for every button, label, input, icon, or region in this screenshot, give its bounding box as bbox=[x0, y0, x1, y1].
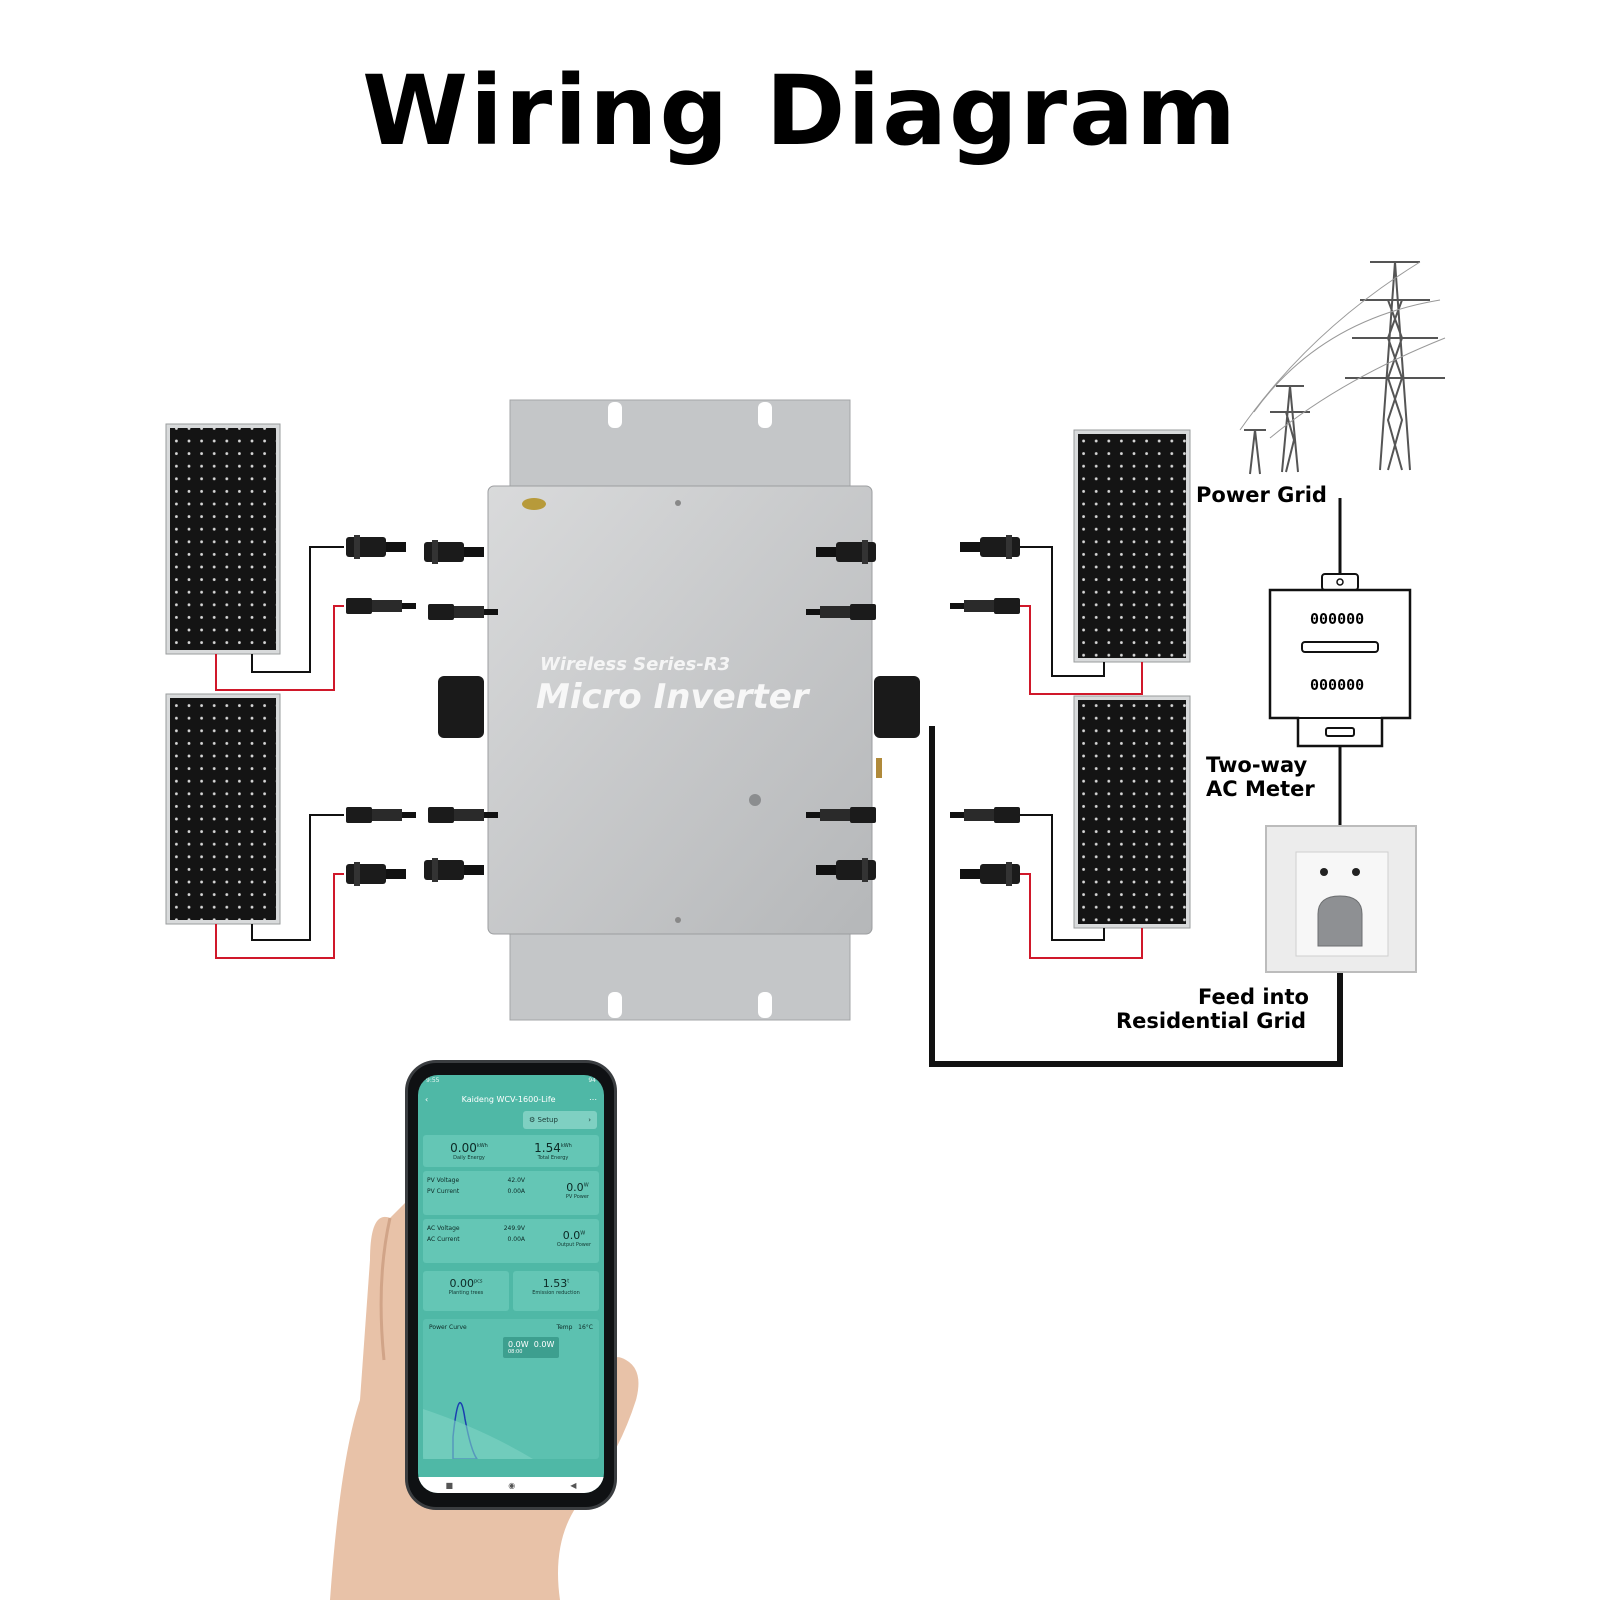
wires-left bbox=[215, 546, 344, 959]
trees-value: 0.00 bbox=[449, 1277, 474, 1290]
temp-label: Temp bbox=[556, 1324, 573, 1331]
ac-voltage-label: AC Voltage bbox=[427, 1225, 460, 1232]
setup-label: Setup bbox=[537, 1116, 558, 1124]
emission-value: 1.53 bbox=[542, 1277, 568, 1290]
trees-label: Planting trees bbox=[448, 1290, 484, 1296]
back-icon[interactable]: ‹ bbox=[425, 1094, 429, 1104]
status-battery: 94 bbox=[588, 1077, 596, 1084]
solar-panel-top-right bbox=[1073, 429, 1191, 663]
power-curve-card: Power Curve Temp 16°C 0.0W 0.0W 08:00 bbox=[423, 1319, 599, 1459]
power-tower-icon bbox=[1239, 261, 1446, 475]
pv-power-unit: W bbox=[583, 1182, 589, 1189]
power-grid-label: Power Grid bbox=[1196, 483, 1327, 507]
meter-display-top: 000000 bbox=[1310, 610, 1365, 628]
status-bar: 9:55 94 bbox=[418, 1075, 604, 1091]
tooltip-unit-a: W bbox=[520, 1340, 529, 1349]
status-time: 9:55 bbox=[426, 1077, 440, 1084]
app-bar: ‹ Kaideng WCV-1600-Life ⋯ bbox=[418, 1091, 604, 1107]
daily-energy-label: Daily Energy bbox=[453, 1155, 485, 1161]
tooltip-value-a: 0.0 bbox=[508, 1340, 521, 1349]
chevron-right-icon: › bbox=[588, 1116, 591, 1124]
pv-power-label: PV Power bbox=[565, 1194, 589, 1200]
emission-label: Emission reduction bbox=[532, 1290, 580, 1296]
ac-current-value: 0.00A bbox=[507, 1236, 525, 1243]
wires-right bbox=[1020, 546, 1143, 959]
tooltip-value-b: 0.0 bbox=[533, 1340, 547, 1349]
smartphone: 9:55 94 ‹ Kaideng WCV-1600-Life ⋯ ⚙ Setu… bbox=[408, 1063, 614, 1507]
meter-label-line1: Two-way bbox=[1206, 753, 1308, 777]
ac-current-label: AC Current bbox=[427, 1236, 460, 1243]
emission-unit: t bbox=[567, 1278, 570, 1285]
page-title: Wiring Diagram bbox=[362, 55, 1238, 167]
total-energy-value: 1.54 bbox=[534, 1141, 561, 1155]
solar-panel-top-left bbox=[165, 423, 281, 655]
tooltip-time: 08:00 bbox=[508, 1349, 523, 1355]
feed-label-line1: Feed into bbox=[1198, 985, 1309, 1009]
pv-voltage-value: 42.0V bbox=[507, 1177, 525, 1184]
ac-voltage-value: 249.9V bbox=[503, 1225, 525, 1232]
power-curve-label: Power Curve bbox=[429, 1324, 467, 1331]
feed-label-line2: Residential Grid bbox=[1116, 1009, 1307, 1033]
inverter-name-label: Micro Inverter bbox=[536, 677, 809, 717]
setup-button[interactable]: ⚙ Setup › bbox=[523, 1111, 597, 1129]
energy-card: 0.00kWh Daily Energy 1.54kWh Total Energ… bbox=[423, 1135, 599, 1167]
daily-energy-unit: kWh bbox=[476, 1143, 488, 1149]
app-title: Kaideng WCV-1600-Life bbox=[461, 1094, 556, 1104]
app-screen: 9:55 94 ‹ Kaideng WCV-1600-Life ⋯ ⚙ Setu… bbox=[418, 1075, 604, 1493]
pv-voltage-label: PV Voltage bbox=[427, 1177, 460, 1184]
daily-energy-value: 0.00 bbox=[450, 1141, 477, 1155]
chart-tooltip: 0.0W 0.0W 08:00 bbox=[503, 1337, 560, 1358]
power-curve-chart bbox=[423, 1402, 533, 1459]
ac-card: AC Voltage 249.9V AC Current 0.00A 0.0W Ou… bbox=[423, 1219, 599, 1263]
pv-card: PV Voltage 42.0V PV Current 0.00A 0.0W PV … bbox=[423, 1171, 599, 1215]
meter-display-bottom: 000000 bbox=[1310, 676, 1365, 694]
recent-apps-icon[interactable]: ■ bbox=[445, 1480, 454, 1490]
pv-current-value: 0.00A bbox=[507, 1188, 525, 1195]
nav-bar: ■ ◉ ◀ bbox=[418, 1477, 604, 1493]
gear-icon: ⚙ bbox=[529, 1116, 536, 1124]
tooltip-unit-b: W bbox=[546, 1340, 555, 1349]
wall-socket-icon bbox=[1265, 825, 1417, 973]
more-icon[interactable]: ⋯ bbox=[589, 1094, 597, 1104]
meter-label-line2: AC Meter bbox=[1206, 777, 1315, 801]
trees-card: 0.00pcs Planting trees bbox=[423, 1271, 509, 1311]
micro-inverter bbox=[487, 485, 873, 935]
emission-card: 1.53t Emission reduction bbox=[513, 1271, 599, 1311]
back-nav-icon[interactable]: ◀ bbox=[570, 1480, 577, 1490]
output-power-value: 0.0 bbox=[562, 1229, 581, 1242]
ac-meter-icon bbox=[1268, 573, 1412, 748]
total-energy-unit: kWh bbox=[560, 1143, 572, 1149]
solar-panel-bottom-left bbox=[165, 693, 281, 925]
solar-panel-bottom-right bbox=[1073, 695, 1191, 929]
output-power-label: Output Power bbox=[556, 1242, 591, 1248]
inverter-series-label: Wireless Series-R3 bbox=[540, 654, 731, 675]
inverter-connectors bbox=[424, 540, 920, 882]
temp-value: 16°C bbox=[578, 1324, 593, 1331]
ac-cable bbox=[929, 726, 1343, 1067]
home-icon[interactable]: ◉ bbox=[508, 1480, 516, 1490]
pv-power-value: 0.0 bbox=[566, 1181, 584, 1194]
trees-unit: pcs bbox=[473, 1278, 483, 1285]
output-power-unit: W bbox=[580, 1230, 586, 1237]
total-energy-label: Total Energy bbox=[537, 1155, 569, 1161]
pv-current-label: PV Current bbox=[427, 1188, 460, 1195]
